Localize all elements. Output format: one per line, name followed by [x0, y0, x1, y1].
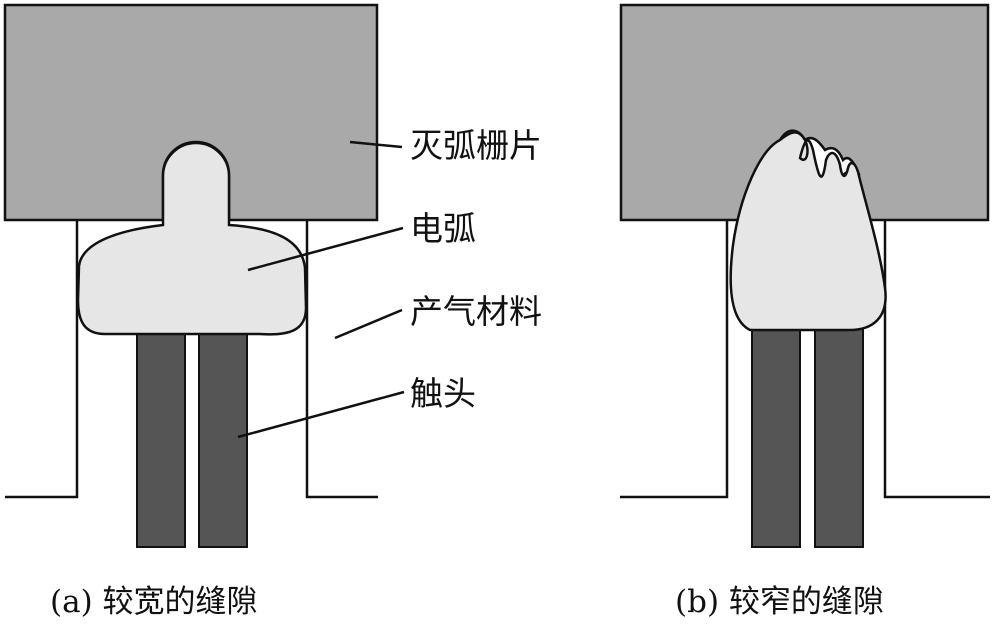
arc-b [729, 131, 887, 332]
panel-a: 灭弧栅片 电弧 产气材料 触头 (a) 较宽的缝隙 [3, 3, 542, 620]
caption-a: (a) 较宽的缝隙 [50, 584, 258, 620]
panel-b: (b) 较窄的缝隙 [619, 3, 990, 620]
leader-gas-material [334, 308, 403, 340]
leader-arc-chute-plate [349, 140, 403, 149]
label-arc: 电弧 [410, 209, 476, 248]
gas-material-wall-right-b [883, 220, 990, 499]
caption-b: (b) 较窄的缝隙 [675, 584, 884, 620]
leader-contacts [237, 390, 405, 439]
label-arc-chute-plate: 灭弧栅片 [410, 126, 542, 165]
label-contacts: 触头 [410, 374, 476, 413]
contact-left-a [136, 324, 186, 548]
gas-material-wall-left-b [620, 220, 729, 499]
label-gas-generating-material: 产气材料 [410, 292, 542, 331]
contact-left-b [751, 324, 801, 548]
arc-a [76, 141, 308, 336]
contact-right-b [814, 324, 864, 548]
gas-material-wall-left-a [5, 220, 79, 499]
gas-material-wall-right-a [305, 220, 378, 499]
leader-arc [247, 226, 404, 272]
